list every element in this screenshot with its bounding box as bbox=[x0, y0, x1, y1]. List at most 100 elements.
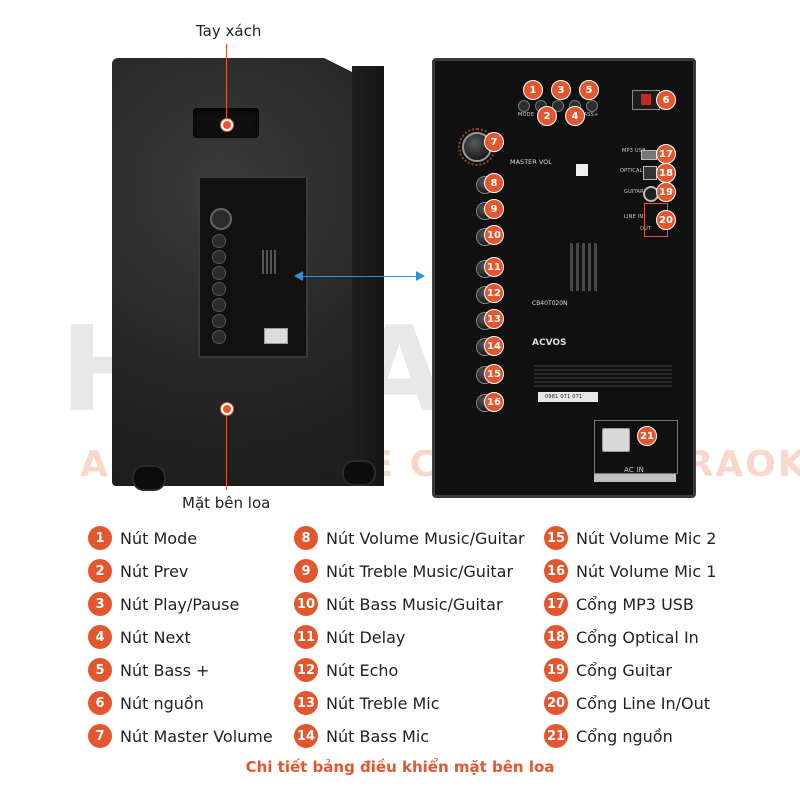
callout-badge: 17 bbox=[656, 144, 676, 164]
knob-icon bbox=[212, 330, 226, 344]
legend-number-badge: 1 bbox=[88, 526, 112, 550]
callout-badge: 2 bbox=[537, 106, 557, 126]
legend-text: Nút Treble Mic bbox=[326, 693, 440, 713]
phone-text: 0981 071 071 bbox=[545, 394, 583, 400]
callout-badge: 9 bbox=[484, 199, 504, 219]
warning-text-block bbox=[534, 365, 672, 387]
callout-badge: 16 bbox=[484, 392, 504, 412]
knob-icon bbox=[212, 266, 226, 280]
bass-plus-text: BASS+ bbox=[580, 112, 599, 118]
legend-item: 6 Nút nguồn bbox=[88, 690, 204, 716]
legend-text: Nút Volume Mic 2 bbox=[576, 528, 717, 548]
arrow-right-icon bbox=[416, 271, 425, 281]
legend-item: 19 Cổng Guitar bbox=[544, 657, 672, 683]
legend-item: 10 Nút Bass Music/Guitar bbox=[294, 591, 503, 617]
mp3-usb-text: MP3 USB bbox=[622, 148, 646, 154]
legend-item: 15 Nút Volume Mic 2 bbox=[544, 525, 716, 551]
side-label: Mặt bên loa bbox=[182, 494, 271, 512]
legend-text: Cổng MP3 USB bbox=[576, 594, 694, 614]
mode-text: MODE bbox=[518, 112, 535, 118]
callout-badge: 7 bbox=[484, 132, 504, 152]
usb-port-icon bbox=[641, 150, 657, 160]
legend: 1 Nút Mode 2 Nút Prev 3 Nút Play/Pause 4… bbox=[88, 525, 788, 755]
button-icon bbox=[518, 100, 530, 112]
knob-icon bbox=[212, 298, 226, 312]
legend-text: Nút Delay bbox=[326, 627, 406, 647]
knob-icon bbox=[212, 314, 226, 328]
legend-text: Nút Bass Music/Guitar bbox=[326, 594, 503, 614]
callout-badge: 12 bbox=[484, 283, 504, 303]
handle-leader-line bbox=[226, 44, 227, 124]
callout-badge: 13 bbox=[484, 309, 504, 329]
legend-item: 2 Nút Prev bbox=[88, 558, 188, 584]
line-in-text: LINE IN bbox=[624, 214, 644, 220]
legend-text: Nút Prev bbox=[120, 561, 189, 581]
optical-port-icon bbox=[643, 166, 657, 180]
optical-in-text: OPTICAL IN bbox=[620, 168, 650, 174]
knob-icon bbox=[212, 250, 226, 264]
legend-text: Nút Bass Mic bbox=[326, 726, 430, 746]
knob-icon bbox=[212, 234, 226, 248]
legend-item: 5 Nút Bass + bbox=[88, 657, 209, 683]
callout-badge: 3 bbox=[551, 80, 571, 100]
model-text: CB40T020N bbox=[532, 300, 568, 307]
legend-text: Cổng Guitar bbox=[576, 660, 672, 680]
handle-marker-dot bbox=[221, 119, 233, 131]
master-volume-knob-icon bbox=[458, 128, 496, 166]
callout-badge: 8 bbox=[484, 173, 504, 193]
legend-text: Nút Mode bbox=[120, 528, 198, 548]
legend-number-badge: 20 bbox=[544, 691, 568, 715]
legend-item: 17 Cổng MP3 USB bbox=[544, 591, 694, 617]
legend-number-badge: 16 bbox=[544, 559, 568, 583]
callout-badge: 11 bbox=[484, 257, 504, 277]
legend-item: 11 Nút Delay bbox=[294, 624, 405, 650]
callout-badge: 20 bbox=[656, 210, 676, 230]
legend-item: 13 Nút Treble Mic bbox=[294, 690, 440, 716]
legend-number-badge: 14 bbox=[294, 724, 318, 748]
callout-badge: 18 bbox=[656, 163, 676, 183]
legend-item: 12 Nút Echo bbox=[294, 657, 398, 683]
callout-badge: 1 bbox=[523, 80, 543, 100]
wheel-icon bbox=[342, 460, 376, 486]
legend-item: 3 Nút Play/Pause bbox=[88, 591, 239, 617]
legend-number-badge: 17 bbox=[544, 592, 568, 616]
callout-badge: 4 bbox=[565, 106, 585, 126]
legend-number-badge: 10 bbox=[294, 592, 318, 616]
legend-number-badge: 15 bbox=[544, 526, 568, 550]
legend-text: Cổng Optical In bbox=[576, 627, 699, 647]
callout-badge: 14 bbox=[484, 336, 504, 356]
legend-item: 8 Nút Volume Music/Guitar bbox=[294, 525, 525, 551]
legend-number-badge: 12 bbox=[294, 658, 318, 682]
ac-warning-strip bbox=[594, 474, 676, 482]
callout-badge: 21 bbox=[637, 426, 657, 446]
legend-item: 16 Nút Volume Mic 1 bbox=[544, 558, 716, 584]
caption: Chi tiết bảng điều khiển mặt bên loa bbox=[245, 758, 555, 776]
wheel-icon bbox=[132, 465, 166, 491]
line-out-text: OUT bbox=[640, 226, 652, 232]
legend-number-badge: 4 bbox=[88, 625, 112, 649]
side-marker-dot bbox=[221, 403, 233, 415]
legend-number-badge: 18 bbox=[544, 625, 568, 649]
side-panel-thumbnail bbox=[198, 176, 308, 358]
ac-socket-icon bbox=[602, 428, 630, 452]
legend-number-badge: 5 bbox=[88, 658, 112, 682]
callout-badge: 15 bbox=[484, 364, 504, 384]
callout-badge: 19 bbox=[656, 182, 676, 202]
legend-item: 9 Nút Treble Music/Guitar bbox=[294, 558, 513, 584]
legend-number-badge: 3 bbox=[88, 592, 112, 616]
legend-number-badge: 19 bbox=[544, 658, 568, 682]
master-knob-icon bbox=[210, 208, 232, 230]
legend-item: 1 Nút Mode bbox=[88, 525, 197, 551]
zoom-connector-line bbox=[300, 276, 420, 277]
legend-number-badge: 13 bbox=[294, 691, 318, 715]
legend-number-badge: 6 bbox=[88, 691, 112, 715]
brand-text: ACVOS bbox=[532, 338, 567, 348]
power-socket-icon bbox=[264, 328, 288, 344]
legend-item: 21 Cổng nguồn bbox=[544, 723, 673, 749]
callout-badge: 10 bbox=[484, 225, 504, 245]
legend-item: 20 Cổng Line In/Out bbox=[544, 690, 710, 716]
legend-text: Nút nguồn bbox=[120, 693, 204, 713]
legend-number-badge: 8 bbox=[294, 526, 318, 550]
legend-text: Cổng Line In/Out bbox=[576, 693, 711, 713]
legend-item: 18 Cổng Optical In bbox=[544, 624, 699, 650]
